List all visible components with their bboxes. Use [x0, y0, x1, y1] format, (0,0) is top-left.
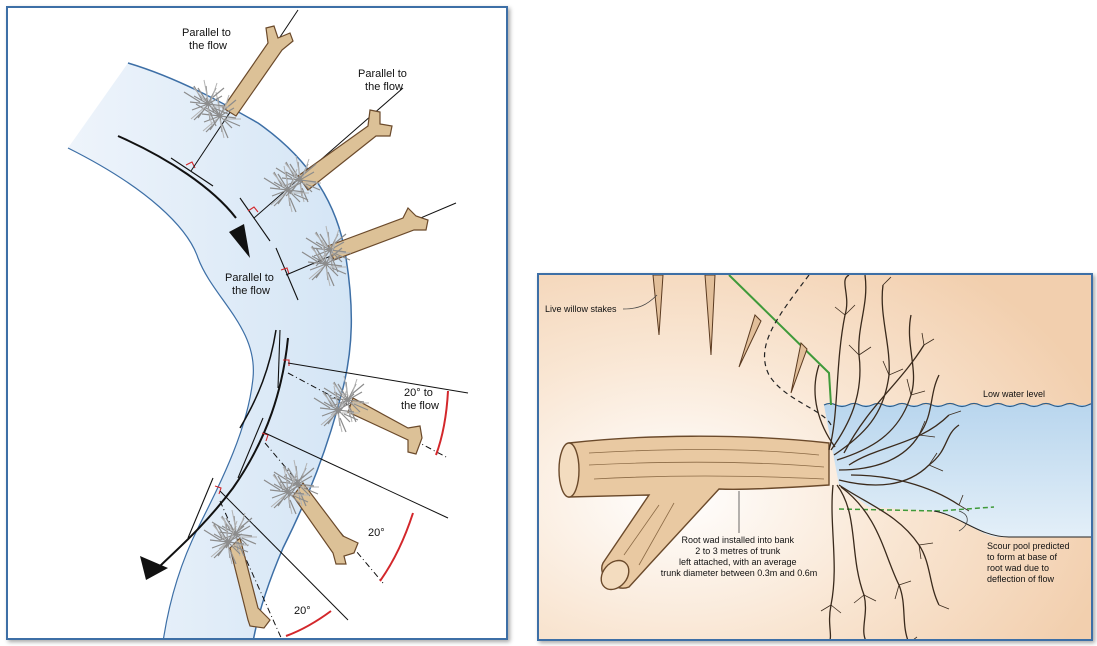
label-angle-upper: 20° to the flow: [401, 387, 439, 412]
label-parallel-top-right: Parallel to the flow: [358, 68, 410, 93]
cross-section-diagram: Live willow stakes Low water level Root …: [539, 275, 1093, 641]
plan-view-panel: Parallel to the flow Parallel to the flo…: [6, 6, 508, 640]
river-channel: [68, 63, 351, 640]
label-low-water-level: Low water level: [983, 389, 1045, 399]
label-root-wad-installed: Root wad installed into bank 2 to 3 metr…: [661, 535, 818, 578]
flow-arrow-lower-head: [140, 556, 168, 580]
angle-arc-middle: [380, 513, 413, 581]
trunk-end: [559, 443, 579, 497]
label-parallel-top-left: Parallel to the flow: [182, 27, 234, 52]
label-angle-bottom: 20°: [294, 605, 311, 617]
trunk-2: [298, 110, 392, 190]
plan-view-diagram: Parallel to the flow Parallel to the flo…: [8, 8, 508, 640]
label-parallel-middle: Parallel to the flow: [225, 272, 277, 297]
label-angle-middle: 20°: [368, 527, 385, 539]
label-live-willow-stakes: Live willow stakes: [545, 304, 617, 314]
cross-section-panel: Live willow stakes Low water level Root …: [537, 273, 1093, 641]
